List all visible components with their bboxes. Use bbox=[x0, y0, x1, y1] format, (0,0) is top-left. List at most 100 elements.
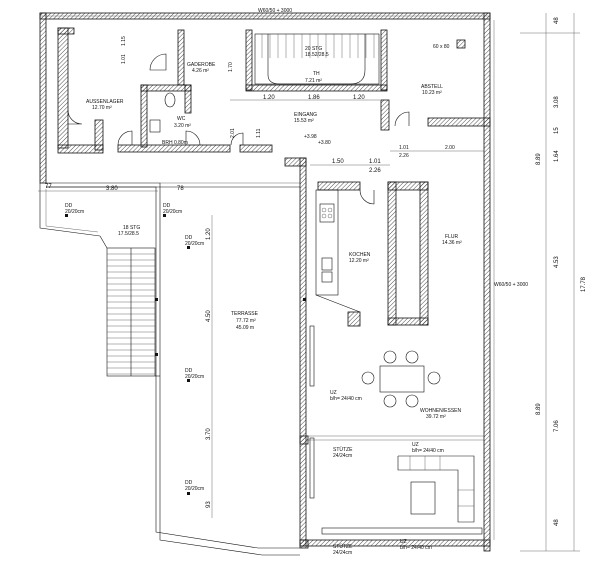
dd-label-3: DD bbox=[185, 235, 193, 241]
room-wohnen-name: WOHNEN/ESSEN bbox=[420, 408, 462, 414]
dd-size-5: 20/20cm bbox=[185, 486, 204, 492]
room-wc-name: WC bbox=[177, 116, 186, 122]
room-stg-name: 20 STG bbox=[305, 46, 322, 52]
sofa bbox=[397, 455, 475, 523]
room-kochen-name: KOCHEN bbox=[349, 252, 371, 258]
uz-size-3: b/h= 24/40 cm bbox=[400, 545, 432, 551]
uz-label-2: UZ bbox=[412, 442, 419, 448]
room-abstell-name: ABSTELL bbox=[421, 84, 443, 90]
dim-rt-2: 2.26 bbox=[399, 153, 409, 159]
dim-left: 3.80 bbox=[106, 186, 118, 192]
brh-note: BRH 0.80m bbox=[162, 140, 188, 146]
wc-fixtures bbox=[149, 92, 176, 133]
doors bbox=[67, 53, 410, 205]
uz-size-2: b/h= 24/40 cm bbox=[412, 448, 444, 454]
dim-chain-6: 7.06 bbox=[554, 420, 560, 432]
windows bbox=[299, 325, 484, 549]
stuetze-size-2: 24/24cm bbox=[333, 550, 352, 556]
upper-room-walls bbox=[57, 27, 491, 154]
dim-chain-5: 4.53 bbox=[554, 256, 560, 268]
main-stair bbox=[254, 33, 380, 85]
dim-total-3: 8.89 bbox=[536, 403, 542, 415]
room-kochen-area: 12.20 m² bbox=[349, 258, 369, 264]
level-mark-1: +3.98 bbox=[304, 134, 317, 140]
dim-small-2: 1.15 bbox=[121, 36, 127, 46]
dim-total-2: 17.78 bbox=[581, 276, 587, 292]
top-note: W60/50 + 3000 bbox=[258, 8, 292, 14]
dim-rt-3: 2.00 bbox=[445, 145, 455, 151]
room-flur-name: FLUR bbox=[445, 234, 458, 240]
dd-size-4: 20/20cm bbox=[185, 374, 204, 380]
dim-top-1: 1.20 bbox=[263, 95, 275, 101]
level-mark-2: +3.80 bbox=[318, 140, 331, 146]
dim-small-4: 1.70 bbox=[228, 62, 234, 72]
markers bbox=[65, 214, 306, 495]
room-stg-area: 18.52/28.5 bbox=[305, 52, 329, 58]
uz-label-1: UZ bbox=[330, 390, 337, 396]
room-labels: GADEROBE 4.26 m² 20 STG 18.52/28.5 TH 7.… bbox=[86, 46, 462, 420]
stair-treads-top bbox=[261, 34, 375, 58]
dim-mid-3: 2.26 bbox=[369, 168, 381, 174]
dim-chain-4: 1.64 bbox=[554, 150, 560, 162]
dd-label-5: DD bbox=[185, 480, 193, 486]
uz-label-3: UZ bbox=[400, 539, 407, 545]
annotations: +3.98 +3.80 W60/50 + 3000 W60/50 + 3000 … bbox=[65, 8, 528, 556]
room-th-name: TH bbox=[313, 71, 320, 77]
terrace-stair bbox=[106, 247, 156, 377]
room-flur-area: 14.36 m² bbox=[442, 240, 462, 246]
dim-chain-7: 48 bbox=[554, 519, 560, 526]
room-stg18-area: 17.5/28.5 bbox=[118, 231, 139, 237]
dimension-labels: 1.20 1.86 1.20 1.50 1.01 2.26 1.01 2.26 … bbox=[45, 95, 455, 508]
room-terrasse-extra: 45.09 m bbox=[236, 325, 254, 331]
stuetze-label-2: STÜTZE bbox=[333, 543, 353, 550]
dining-table bbox=[361, 350, 441, 408]
kitchen-walls bbox=[315, 181, 429, 327]
dim-small-5: 1.11 bbox=[256, 128, 262, 138]
small-note: 60 x 80 bbox=[433, 44, 450, 50]
right-dimension-chain: 48 3.08 15 1.64 4.53 7.06 48 8.89 17.78 … bbox=[536, 17, 587, 526]
right-note: W60/50 + 3000 bbox=[494, 282, 528, 288]
dim-v-1: 1.20 bbox=[206, 228, 212, 240]
dim-left-small-2: 78 bbox=[177, 186, 184, 192]
dd-label-2: DD bbox=[163, 203, 171, 209]
stuetze-label-1: STÜTZE bbox=[333, 446, 353, 453]
dim-left-small-1: 77 bbox=[45, 184, 52, 190]
room-terrasse-name: TERRASSE bbox=[231, 311, 259, 317]
dim-chain-2: 3.08 bbox=[554, 96, 560, 108]
dim-top-2: 1.86 bbox=[308, 95, 320, 101]
room-th-area: 7.21 m² bbox=[305, 78, 322, 84]
dim-top-3: 1.20 bbox=[353, 95, 365, 101]
room-gaderobe-name: GADEROBE bbox=[187, 62, 216, 68]
dim-v-2: 4.50 bbox=[206, 310, 212, 322]
dim-chain-3: 15 bbox=[554, 127, 560, 134]
dim-small-1: 1.01 bbox=[121, 54, 127, 64]
dim-mid-1: 1.50 bbox=[332, 159, 344, 165]
room-gaderobe-area: 4.26 m² bbox=[192, 68, 209, 74]
stuetze-size-1: 24/24cm bbox=[333, 453, 352, 459]
dim-total-1: 8.89 bbox=[536, 153, 542, 165]
room-terrasse-area: 77.72 m² bbox=[236, 318, 256, 324]
dim-chain-1: 48 bbox=[554, 17, 560, 24]
room-aussenlager-area: 12.70 m² bbox=[92, 105, 112, 111]
dim-v-3: 3.70 bbox=[206, 428, 212, 440]
dd-label-4: DD bbox=[185, 368, 193, 374]
uz-size-1: b/h= 24/40 cm bbox=[330, 396, 362, 402]
dim-rt-1: 1.01 bbox=[399, 145, 409, 151]
dd-size-3: 20/20cm bbox=[185, 241, 204, 247]
dim-lines bbox=[38, 13, 580, 552]
room-abstell-area: 10.23 m² bbox=[422, 90, 442, 96]
dd-label-1: DD bbox=[65, 203, 73, 209]
room-eingang-area: 15.53 m² bbox=[294, 118, 314, 124]
room-wohnen-area: 39.72 m² bbox=[426, 414, 446, 420]
dim-v-4: 93 bbox=[206, 501, 212, 508]
room-aussenlager-name: AUSSENLAGER bbox=[86, 99, 124, 105]
dim-mid-2: 1.01 bbox=[369, 159, 381, 165]
terrace-outline bbox=[39, 182, 300, 556]
room-eingang-name: EINGANG bbox=[294, 112, 317, 118]
dd-size-1: 20/20cm bbox=[65, 209, 84, 215]
dd-size-2: 20/20cm bbox=[163, 209, 182, 215]
room-wc-area: 3.20 m² bbox=[174, 123, 191, 129]
room-stg18-name: 18 STG bbox=[123, 225, 140, 231]
dim-small-3: 2.01 bbox=[230, 128, 236, 138]
